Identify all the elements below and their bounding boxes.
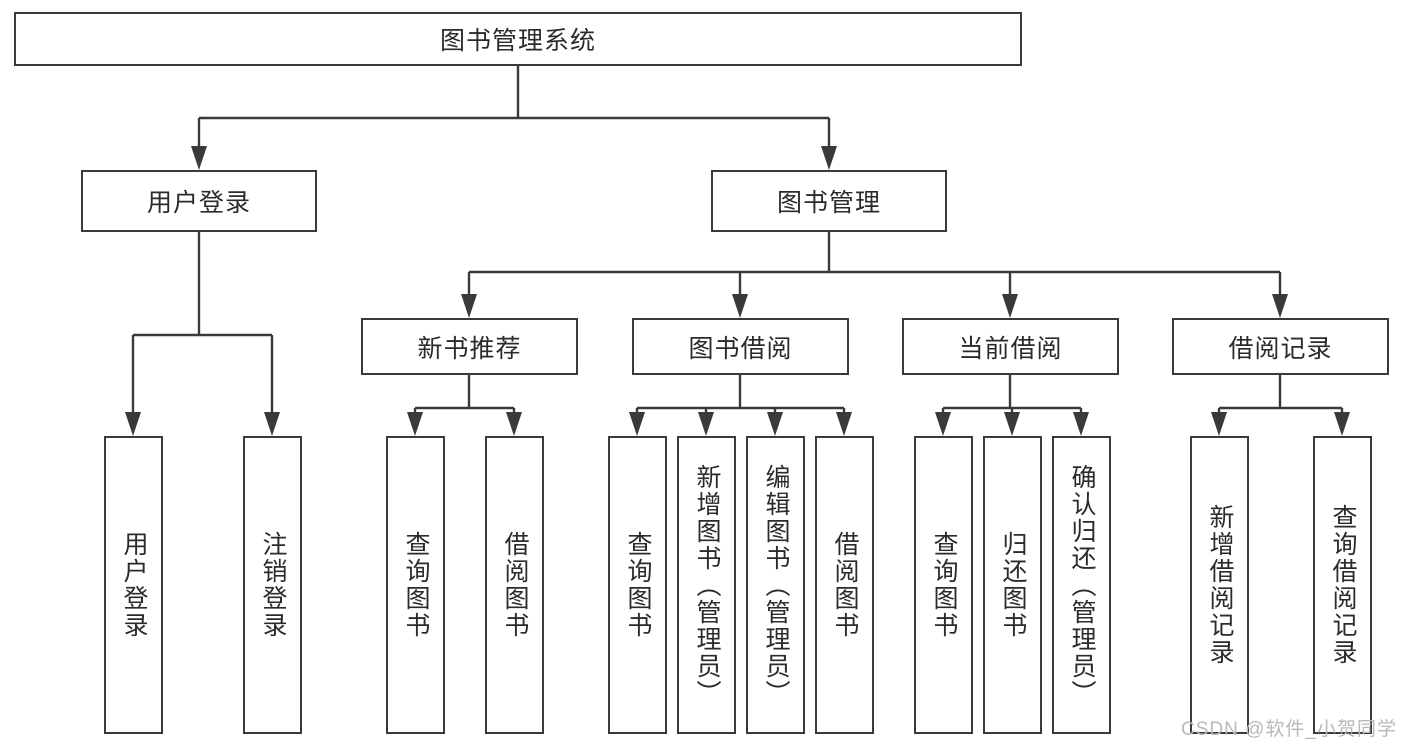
node-leaf-return-book[interactable] xyxy=(983,436,1042,734)
node-leaf-add-record[interactable] xyxy=(1190,436,1249,734)
arrow-leaf-add-record xyxy=(1211,412,1227,436)
node-borrow-record[interactable]: 借阅记录 xyxy=(1172,318,1389,375)
node-borrow-record-label: 借阅记录 xyxy=(1228,334,1333,363)
node-leaf-borrow-book-1[interactable] xyxy=(485,436,544,734)
arrow-leaf-confirm-return xyxy=(1073,412,1089,436)
arrow-leaf-return-book xyxy=(1004,412,1020,436)
arrow-leaf-query-book-3 xyxy=(935,412,951,436)
node-book-manage-label: 图书管理 xyxy=(776,189,881,217)
node-root[interactable]: 图书管理系统 xyxy=(14,12,1022,66)
node-leaf-borrow-book-2[interactable] xyxy=(815,436,874,734)
node-root-label: 图书管理系统 xyxy=(439,27,596,55)
arrow-borrow-record xyxy=(1272,294,1288,318)
arrow-leaf-user-login xyxy=(125,412,141,436)
node-leaf-query-record[interactable] xyxy=(1313,436,1372,734)
arrow-leaf-edit-book xyxy=(767,412,783,436)
node-new-book-recommend-label: 新书推荐 xyxy=(417,334,522,363)
arrow-leaf-borrow-book-2 xyxy=(836,412,852,436)
arrow-leaf-query-book-2 xyxy=(629,412,645,436)
arrow-user-login xyxy=(191,146,207,170)
node-leaf-query-book-3[interactable] xyxy=(914,436,973,734)
arrow-book-borrow xyxy=(732,294,748,318)
node-new-book-recommend[interactable]: 新书推荐 xyxy=(361,318,578,375)
node-leaf-confirm-return[interactable] xyxy=(1052,436,1111,734)
node-book-manage[interactable]: 图书管理 xyxy=(711,170,947,232)
arrow-book-manage xyxy=(821,146,837,170)
watermark-text: CSDN @软件_小贺同学 xyxy=(1181,719,1397,740)
arrow-current-borrow xyxy=(1002,294,1018,318)
node-leaf-user-login[interactable] xyxy=(104,436,163,734)
node-user-login-label: 用户登录 xyxy=(146,189,251,217)
arrow-new-book-recommend xyxy=(461,294,477,318)
arrow-leaf-query-book-1 xyxy=(407,412,423,436)
node-current-borrow-label: 当前借阅 xyxy=(958,334,1063,363)
node-book-borrow[interactable]: 图书借阅 xyxy=(632,318,849,375)
arrow-leaf-add-book xyxy=(698,412,714,436)
node-leaf-query-book-2[interactable] xyxy=(608,436,667,734)
node-leaf-logout[interactable] xyxy=(243,436,302,734)
arrow-leaf-query-record xyxy=(1334,412,1350,436)
node-user-login[interactable]: 用户登录 xyxy=(81,170,317,232)
arrow-leaf-borrow-book-1 xyxy=(506,412,522,436)
node-current-borrow[interactable]: 当前借阅 xyxy=(902,318,1119,375)
arrow-leaf-logout xyxy=(264,412,280,436)
node-leaf-query-book-1[interactable] xyxy=(386,436,445,734)
node-leaf-add-book[interactable] xyxy=(677,436,736,734)
node-leaf-edit-book[interactable] xyxy=(746,436,805,734)
node-book-borrow-label: 图书借阅 xyxy=(688,334,793,363)
